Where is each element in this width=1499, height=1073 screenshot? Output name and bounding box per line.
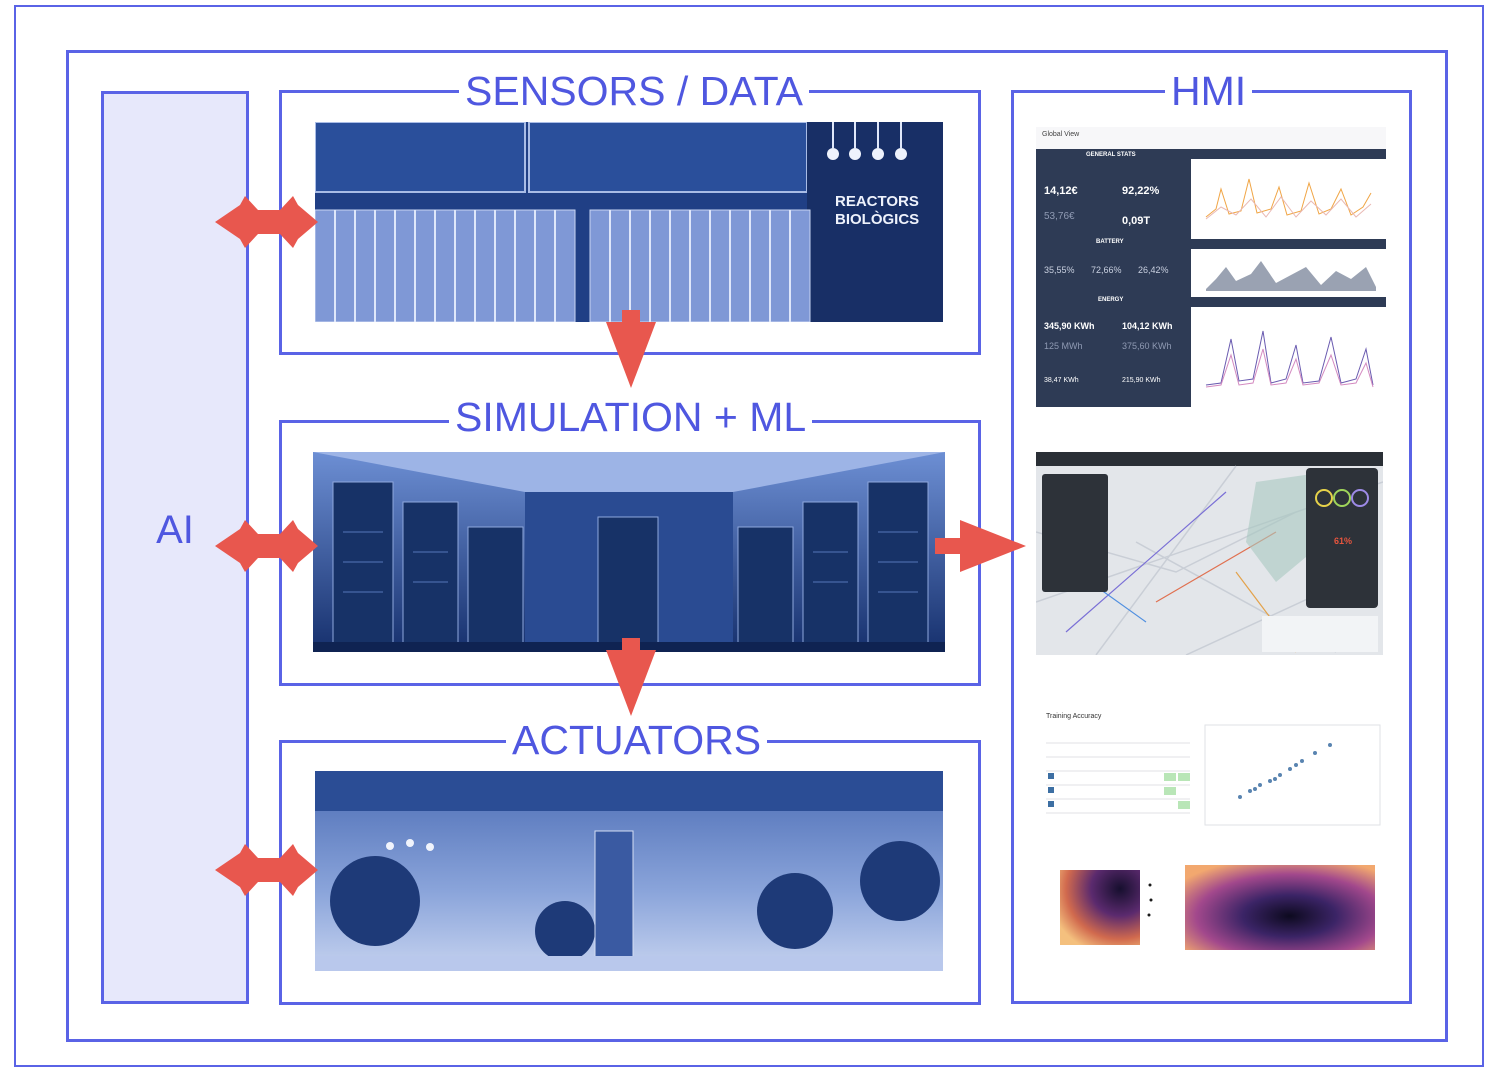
- energy-e4: 375,60 KWh: [1122, 341, 1172, 351]
- outer-border: [14, 5, 1484, 1067]
- stat-v1: 14,12€: [1044, 185, 1078, 197]
- battery-title: BATTERY: [1096, 239, 1124, 245]
- actuators-title: ACTUATORS: [506, 717, 768, 764]
- reactors-text: REACTORS: [835, 193, 919, 210]
- energy-e2: 104,12 KWh: [1122, 321, 1173, 331]
- ai-label: AI: [156, 508, 194, 552]
- simulation-title: SIMULATION + ML: [449, 394, 813, 441]
- hmi-ml-screenshot: Training Accuracy: [1040, 705, 1385, 970]
- energy-e3: 125 MWh: [1044, 341, 1083, 351]
- simulation-to-hmi-arrow: [935, 520, 1026, 572]
- dashboard-header: Global View: [1042, 131, 1080, 138]
- ai-simulation-double-arrow: [215, 520, 318, 572]
- stat-v2: 92,22%: [1122, 185, 1160, 197]
- sensors-to-simulation-arrow: [606, 310, 656, 388]
- stat-v4: 0,09T: [1122, 215, 1151, 227]
- ai-actuators-double-arrow: [215, 844, 318, 896]
- simulation-photo: [313, 452, 945, 652]
- stat-v3: 53,76€: [1044, 211, 1075, 222]
- energy-e6: 215,90 KWh: [1122, 377, 1161, 384]
- ai-sensors-double-arrow: [215, 196, 318, 248]
- biologics-text: BIOLÒGICS: [835, 210, 919, 228]
- system-frame: [66, 50, 1448, 1042]
- battery-b2: 72,66%: [1091, 265, 1122, 275]
- battery-b1: 35,55%: [1044, 265, 1075, 275]
- sensors-photo: REACTORS BIOLÒGICS: [315, 122, 943, 322]
- dashboard-stats-column: [1036, 149, 1191, 407]
- map-percent-text: 61%: [1334, 536, 1352, 546]
- hmi-title: HMI: [1165, 68, 1253, 115]
- ml-title: Training Accuracy: [1046, 713, 1102, 720]
- general-stats-title: GENERAL STATS: [1086, 152, 1136, 158]
- hmi-dashboard-screenshot: Global View GENERAL STATS 14,12€ 92,22% …: [1036, 127, 1386, 407]
- energy-e1: 345,90 KWh: [1044, 321, 1095, 331]
- simulation-to-actuators-arrow: [606, 638, 656, 716]
- actuators-photo: [315, 771, 943, 971]
- dashboard-charts: [1191, 149, 1386, 407]
- hmi-map-screenshot: 61%: [1036, 452, 1383, 655]
- energy-title: ENERGY: [1098, 297, 1124, 303]
- energy-e5: 38,47 KWh: [1044, 377, 1079, 384]
- sensors-title: SENSORS / DATA: [459, 68, 809, 115]
- battery-b3: 26,42%: [1138, 265, 1169, 275]
